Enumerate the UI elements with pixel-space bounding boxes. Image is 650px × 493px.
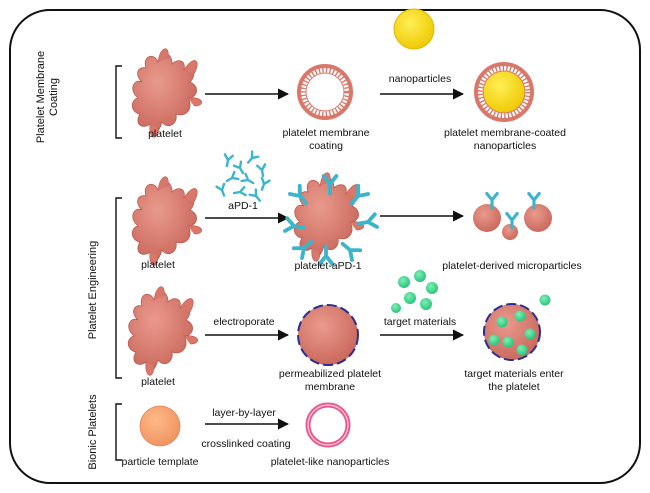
label-row3-platelet: platelet — [141, 376, 175, 388]
label-row1-arrow-nanoparticles: nanoparticles — [388, 73, 452, 85]
section-title-coating: Platelet Membrane Coating — [35, 50, 60, 144]
label-row2-result: platelet-derived microparticles — [442, 260, 582, 272]
label-row4-layer: layer-by-layer — [212, 407, 276, 419]
label-row2-platelet: platelet — [141, 259, 175, 271]
particle-template-icon — [139, 405, 181, 447]
label-row1-platelet: platelet — [148, 128, 182, 140]
bracket-coating — [115, 65, 122, 139]
label-row3-middle: permeabilized platelet membrane — [278, 368, 382, 393]
label-row4-crosslinked: crosslinked coating — [201, 438, 291, 450]
membrane-ring-row1 — [297, 64, 353, 120]
label-row2-apd1: aPD-1 — [228, 200, 258, 212]
bracket-bionic — [115, 403, 122, 461]
section-title-bionic: Bionic Platelets — [87, 394, 99, 470]
microparticles-icon — [473, 191, 552, 240]
loaded-platelet-icon — [483, 294, 551, 361]
platelet-like-nanoparticle-icon — [305, 402, 351, 448]
label-row4-template: particle template — [121, 456, 199, 468]
label-row3-result: target materials enter the platelet — [464, 368, 564, 393]
permeabilized-membrane-icon — [297, 304, 359, 366]
section-title-engineering: Platelet Engineering — [87, 240, 99, 340]
nanoparticle-icon — [393, 8, 435, 50]
label-row4-result: platelet-like nanoparticles — [270, 456, 390, 468]
label-row1-membrane: platelet membrane coating — [282, 127, 370, 152]
label-row3-electroporate: electroporate — [213, 316, 275, 328]
coated-nanoparticle-icon — [474, 62, 534, 122]
bracket-engineering — [115, 197, 122, 379]
target-materials-icon — [391, 270, 438, 313]
label-row3-target: target materials — [383, 316, 457, 328]
label-row1-result: platelet membrane-coated nanoparticles — [444, 127, 566, 152]
label-row2-middle: platelet-aPD-1 — [294, 260, 362, 272]
